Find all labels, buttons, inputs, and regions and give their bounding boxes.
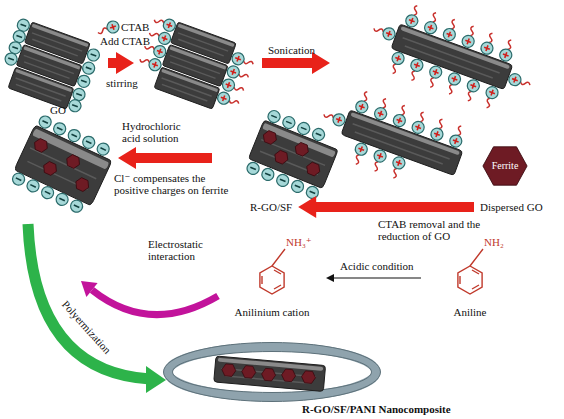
edge-label: CTAB removal and the reduction of GO	[378, 218, 482, 242]
stage-label: GO	[48, 104, 68, 116]
ferrite-hexagon: Ferrite	[482, 146, 528, 186]
annotation-label: NH₂	[484, 236, 504, 248]
annotation-label: NH₃⁺	[286, 236, 312, 248]
annotation-label: CTAB	[121, 21, 149, 33]
node-text: R-GO/SF	[250, 201, 292, 213]
node-text: Ferrite	[492, 160, 519, 172]
annotation-label: Hydrochloric acid solution	[122, 120, 194, 144]
arrow-head	[326, 274, 334, 282]
arrow-head	[298, 196, 316, 218]
edge-label: Acidic condition	[340, 260, 414, 272]
node-text: R-GO/SF/PANI Nanocomposite	[302, 403, 451, 415]
node-text: Anilinium cation	[235, 306, 310, 318]
product-label: R-GO/SF/PANI Nanocomposite	[300, 403, 453, 415]
stage-label: R-GO/SF	[248, 201, 294, 213]
hexagon-outline	[483, 147, 527, 185]
annotation-label: Cl⁻ compensates the positive charges on …	[114, 172, 242, 196]
annotation-label: stirring	[106, 77, 138, 89]
molecule-box: Anilinium cation	[222, 238, 322, 318]
annotation-label: Sonication	[268, 44, 315, 56]
annotation-label: Add CTAB	[100, 35, 150, 47]
connector	[315, 207, 474, 208]
node-text: GO	[50, 104, 66, 116]
molecule-box: Aniline	[425, 238, 515, 318]
stage-label: Dispersed GO	[478, 201, 545, 213]
node-text: Aniline	[454, 306, 487, 318]
connector-line	[315, 202, 474, 212]
connector-line	[333, 277, 421, 278]
annotation-label: Electrostatic interaction	[148, 238, 220, 262]
node-text: Dispersed GO	[480, 201, 543, 213]
connector	[333, 278, 421, 279]
